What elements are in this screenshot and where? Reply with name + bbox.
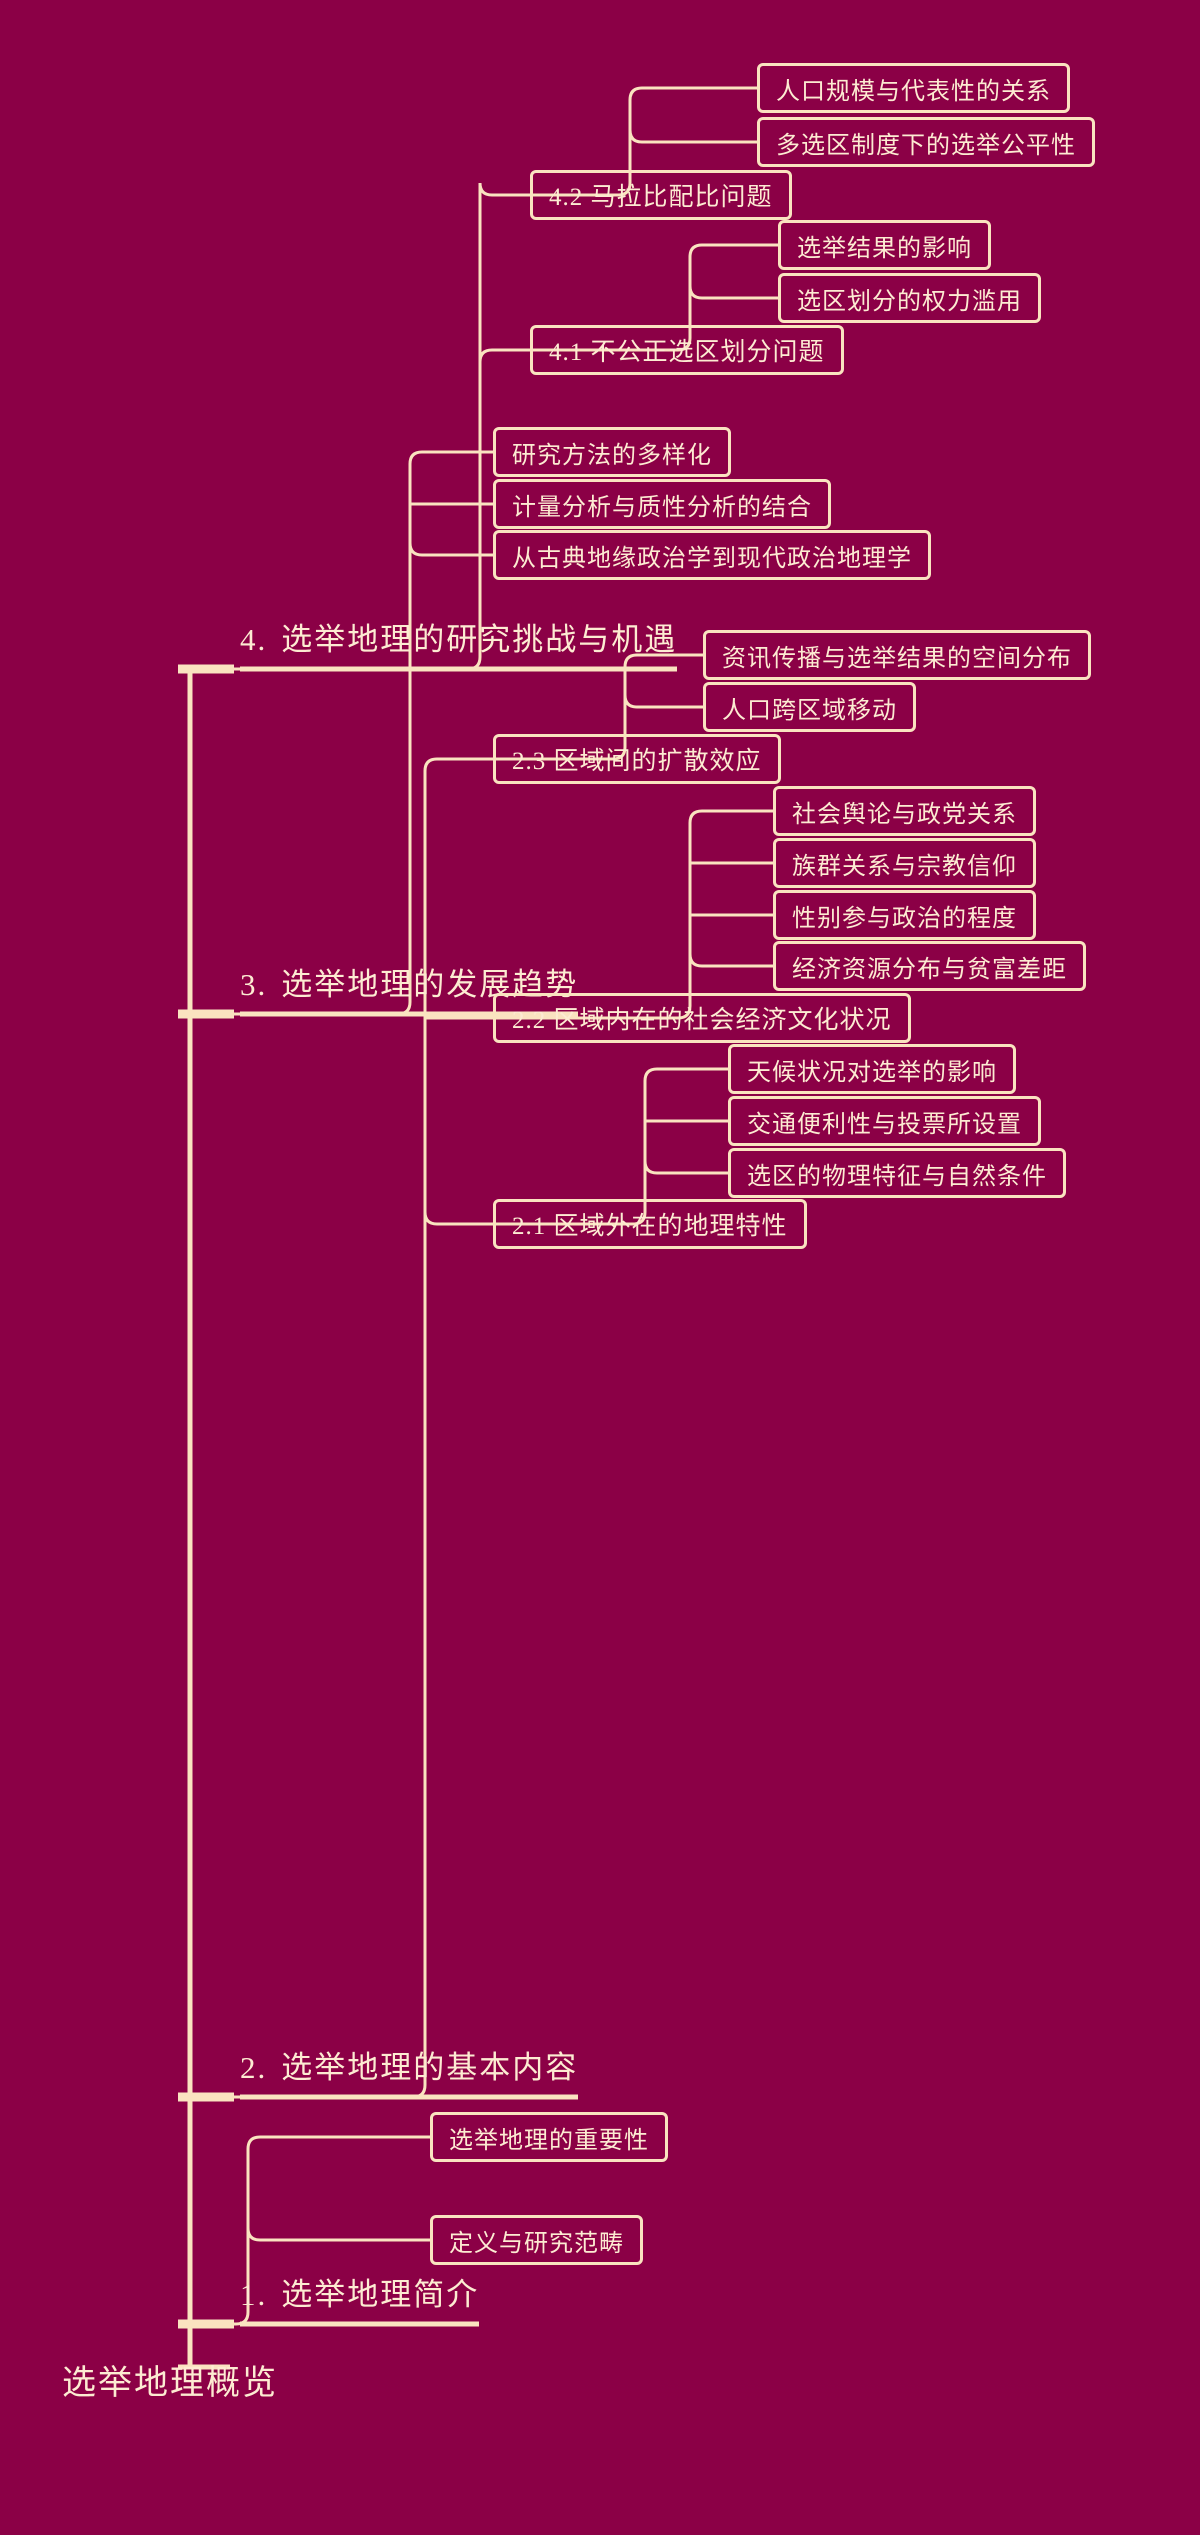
node-2-2-internal-socioeconomic[interactable]: 2.2 区域内在的社会经济文化状况	[493, 993, 911, 1043]
node-2-3-diffusion-effect[interactable]: 2.3 区域间的扩散效应	[493, 734, 781, 784]
node-multi-district-fairness[interactable]: 多选区制度下的选举公平性	[757, 117, 1095, 167]
node-4-1-gerrymandering[interactable]: 4.1 不公正选区划分问题	[530, 325, 844, 375]
heading-1-title: 选举地理简介	[281, 2277, 480, 2312]
node-importance-of-electoral-geography[interactable]: 选举地理的重要性	[430, 2112, 668, 2162]
heading-section-4[interactable]: 4. 选举地理的研究挑战与机遇	[240, 614, 677, 665]
heading-3-title: 选举地理的发展趋势	[281, 967, 579, 1002]
node-4-2-malapportionment[interactable]: 4.2 马拉比配比问题	[530, 170, 792, 220]
node-ethnic-religion[interactable]: 族群关系与宗教信仰	[773, 838, 1036, 888]
node-classic-to-modern-geopolitics[interactable]: 从古典地缘政治学到现代政治地理学	[493, 530, 931, 580]
node-2-1-external-geography[interactable]: 2.1 区域外在的地理特性	[493, 1199, 807, 1249]
heading-1-number: 1.	[240, 2277, 268, 2312]
node-cross-region-migration[interactable]: 人口跨区域移动	[703, 682, 916, 732]
node-research-method-diversity[interactable]: 研究方法的多样化	[493, 427, 731, 477]
heading-4-title: 选举地理的研究挑战与机遇	[281, 622, 678, 657]
node-economic-resource-gap[interactable]: 经济资源分布与贫富差距	[773, 941, 1086, 991]
node-public-opinion-party[interactable]: 社会舆论与政党关系	[773, 786, 1036, 836]
heading-section-2[interactable]: 2. 选举地理的基本内容	[240, 2042, 578, 2093]
heading-4-number: 4.	[240, 622, 268, 657]
node-definition-and-scope[interactable]: 定义与研究范畴	[430, 2215, 643, 2265]
node-districting-power-abuse[interactable]: 选区划分的权力滥用	[778, 273, 1041, 323]
node-election-result-impact[interactable]: 选举结果的影响	[778, 220, 991, 270]
node-district-physical-features[interactable]: 选区的物理特征与自然条件	[728, 1148, 1066, 1198]
node-weather-effect[interactable]: 天候状况对选举的影响	[728, 1044, 1016, 1094]
node-population-representation[interactable]: 人口规模与代表性的关系	[757, 63, 1070, 113]
heading-2-number: 2.	[240, 2050, 268, 2085]
node-gender-political-participation[interactable]: 性别参与政治的程度	[773, 890, 1036, 940]
heading-2-title: 选举地理的基本内容	[281, 2050, 579, 2085]
node-transport-polling-station[interactable]: 交通便利性与投票所设置	[728, 1096, 1041, 1146]
root-title[interactable]: 选举地理概览	[62, 2365, 278, 2402]
heading-3-number: 3.	[240, 967, 268, 1002]
node-quant-qual-combination[interactable]: 计量分析与质性分析的结合	[493, 479, 831, 529]
heading-section-1[interactable]: 1. 选举地理简介	[240, 2269, 479, 2320]
heading-section-3[interactable]: 3. 选举地理的发展趋势	[240, 959, 578, 1010]
node-info-spread-spatial-distribution[interactable]: 资讯传播与选举结果的空间分布	[703, 630, 1091, 680]
